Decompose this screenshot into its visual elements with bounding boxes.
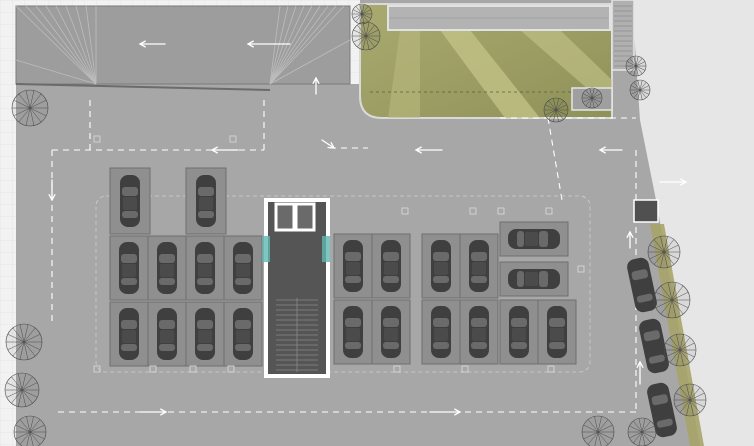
column-marker	[229, 135, 237, 143]
tree-symbol	[4, 372, 40, 408]
direction-arrow	[659, 178, 688, 186]
entry-ramp	[15, 5, 351, 91]
tree-symbol	[351, 21, 381, 51]
direction-arrow	[321, 139, 336, 149]
tree-symbol	[351, 3, 373, 25]
car-top-view	[195, 242, 215, 294]
car-top-view	[120, 175, 140, 227]
tree-symbol	[629, 79, 651, 101]
car-top-view	[157, 242, 177, 294]
car-top-view	[547, 306, 567, 358]
car-top-view	[469, 240, 489, 292]
column-marker	[227, 365, 235, 373]
planting-strip	[633, 199, 704, 446]
car-top-view	[431, 240, 451, 292]
street-area	[632, 0, 754, 446]
direction-arrow	[429, 408, 462, 416]
column-marker	[393, 365, 401, 373]
door-left	[262, 236, 270, 262]
direction-arrows	[48, 40, 688, 416]
elevator-shaft-1	[274, 202, 296, 232]
direction-arrow	[598, 146, 623, 154]
tree-symbol	[13, 415, 47, 446]
column-marker	[469, 207, 477, 215]
car-top-view	[508, 269, 560, 289]
tree-symbol	[581, 87, 603, 109]
staircase	[276, 298, 318, 372]
tree-symbol	[581, 415, 615, 446]
stair-core	[262, 198, 330, 378]
street-car	[647, 382, 677, 438]
tree-symbol	[673, 383, 707, 417]
direction-arrow	[210, 146, 239, 154]
column-marker	[93, 365, 101, 373]
column-marker	[149, 365, 157, 373]
car-top-view	[233, 308, 253, 360]
column-marker	[577, 265, 585, 273]
car-top-view	[196, 175, 216, 227]
column-markers	[93, 135, 585, 373]
door-right	[322, 236, 330, 262]
car-top-view	[469, 306, 489, 358]
gate-booth	[633, 199, 659, 223]
direction-arrow	[48, 179, 56, 202]
tree-symbol	[11, 89, 49, 127]
car-top-view	[508, 229, 560, 249]
car-top-view	[381, 240, 401, 292]
direction-arrow	[312, 76, 320, 95]
car-top-view	[119, 242, 139, 294]
tree-symbol	[625, 55, 647, 77]
elevator-shaft-2	[294, 202, 316, 232]
car-top-view	[381, 306, 401, 358]
street-car	[639, 318, 669, 374]
trees	[4, 3, 707, 446]
car-top-view	[157, 308, 177, 360]
tree-symbol	[663, 333, 697, 367]
car-top-view	[509, 306, 529, 358]
parking-island-outline	[95, 195, 591, 373]
tree-symbol	[627, 417, 657, 446]
tree-symbol	[653, 281, 691, 319]
column-marker	[93, 135, 101, 143]
column-marker	[547, 365, 555, 373]
column-marker	[401, 207, 409, 215]
direction-arrow	[414, 146, 443, 154]
car-top-view	[195, 308, 215, 360]
column-marker	[497, 207, 505, 215]
column-marker	[461, 365, 469, 373]
car-top-view	[233, 242, 253, 294]
car-top-view	[343, 240, 363, 292]
tree-symbol	[647, 235, 681, 269]
car-top-view	[343, 306, 363, 358]
street-car	[627, 257, 657, 313]
column-marker	[545, 207, 553, 215]
tree-symbol	[5, 323, 43, 361]
tree-symbol	[543, 97, 569, 123]
car-top-view	[119, 308, 139, 360]
parked-cars	[119, 175, 677, 438]
direction-arrow	[139, 408, 168, 416]
direction-arrow	[246, 40, 291, 48]
column-marker	[189, 365, 197, 373]
direction-arrow	[636, 360, 644, 385]
direction-arrow	[626, 230, 634, 249]
car-top-view	[431, 306, 451, 358]
lawn-courtyard	[359, 3, 613, 119]
direction-arrow	[138, 40, 166, 48]
